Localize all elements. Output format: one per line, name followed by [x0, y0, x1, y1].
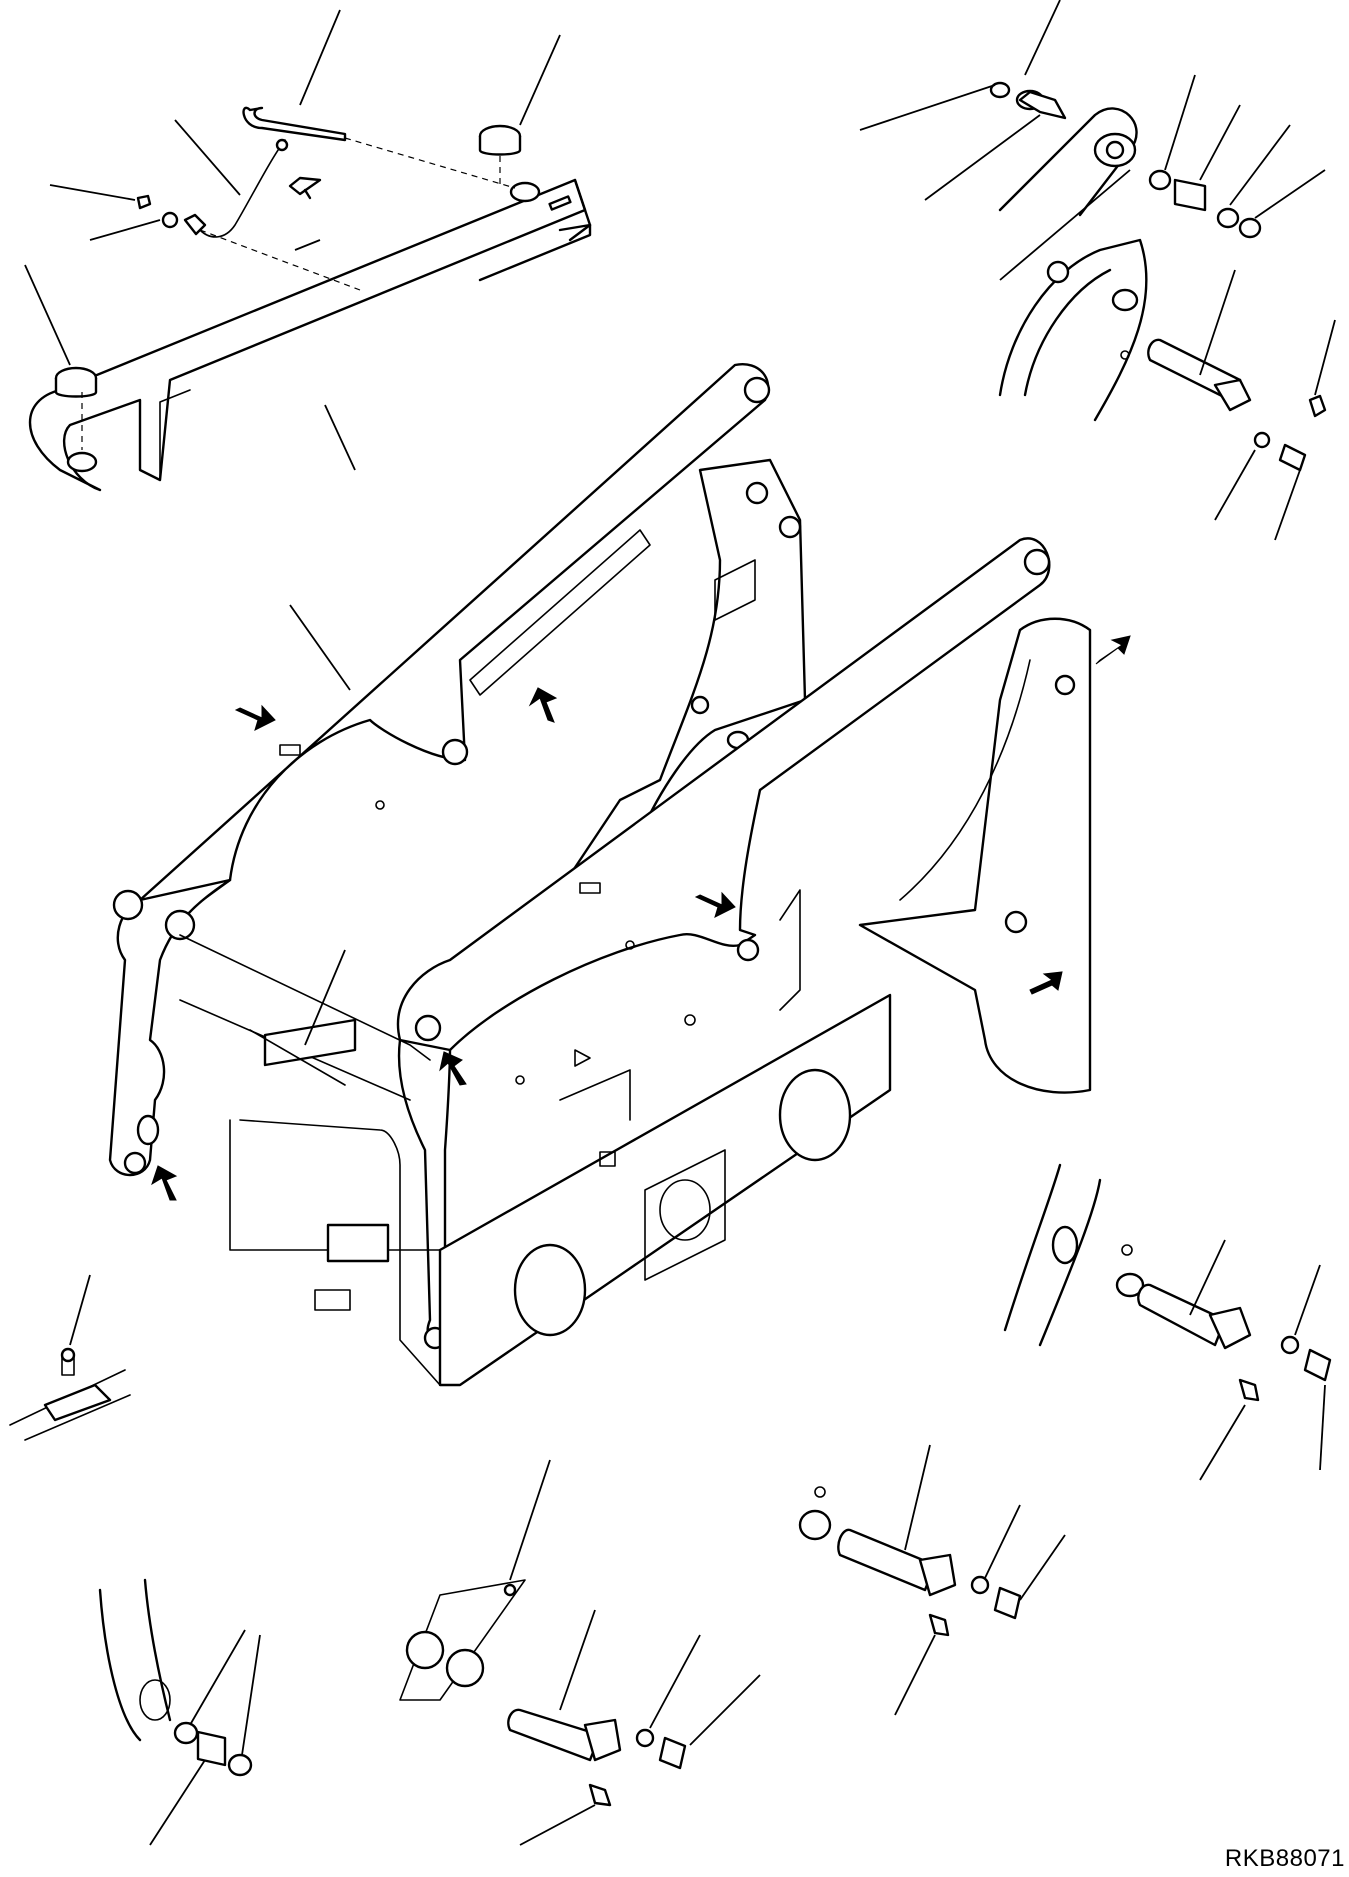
upper-pivot-pin-detail — [859, 0, 1336, 541]
bottom-right-pin-detail — [798, 1444, 1066, 1716]
bottom-bushing-detail — [98, 1578, 261, 1846]
arrow-cylinder — [528, 687, 558, 723]
bottom-center-pin-detail — [399, 1459, 761, 1846]
lower-right-pin-detail — [1003, 1163, 1332, 1481]
arrow-right-tower — [1095, 635, 1131, 665]
grease-fitting-detail — [9, 1274, 131, 1441]
arrow-right-pin — [694, 891, 736, 918]
arrow-front-right — [439, 1051, 467, 1086]
safety-bar-assembly — [24, 9, 592, 492]
arrow-left-arm — [234, 704, 276, 731]
lift-arm-and-frame-assembly — [108, 363, 1092, 1387]
arrow-tower-mid — [1029, 971, 1063, 995]
arrow-front-left — [151, 1165, 178, 1201]
location-arrows — [151, 635, 1131, 1201]
figure-code-label: RKB88071 — [1224, 1845, 1345, 1872]
